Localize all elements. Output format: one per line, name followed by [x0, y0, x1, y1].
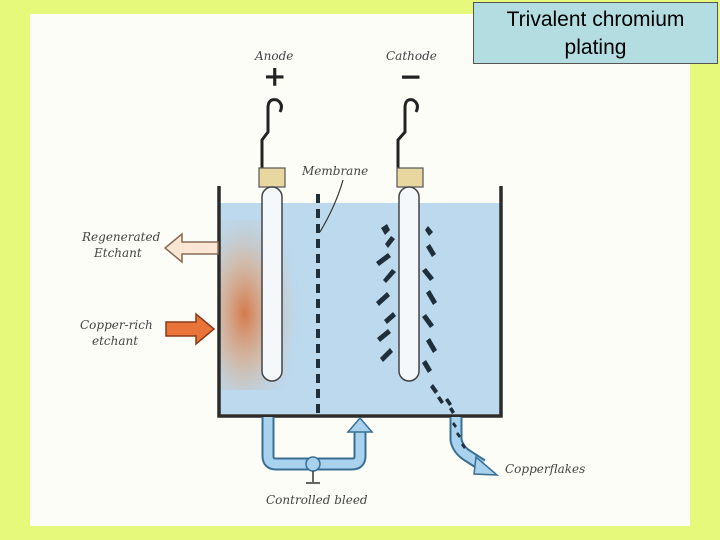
regenerated-etchant-label-line1: Regenerated [82, 230, 161, 244]
copper-rich-etchant-arrow [165, 312, 216, 346]
anode-plus-symbol: + [263, 60, 287, 93]
cathode-minus-symbol: − [399, 60, 423, 93]
membrane-label: Membrane [302, 164, 369, 178]
copper-rich-etchant-label-line2: etchant [92, 334, 139, 348]
regenerated-etchant-arrow [163, 232, 219, 264]
copper-rich-etchant-label-line1: Copper-rich [80, 318, 153, 332]
copper-flakes-label: Copperflakes [505, 462, 586, 476]
cathode-electrode [396, 98, 424, 382]
membrane-leader-line [319, 179, 344, 233]
controlled-bleed-label: Controlled bleed [266, 493, 368, 507]
copper-flakes-outlet [449, 417, 500, 476]
anode-electrode [258, 98, 286, 382]
bleed-pipe-system [261, 416, 374, 484]
copper-flakes-deposit [376, 224, 455, 414]
cathode-label: Cathode [386, 49, 437, 63]
tank-walls [217, 186, 503, 418]
slide-title: Trivalent chromium plating [473, 2, 718, 64]
regenerated-etchant-label-line2: Etchant [94, 246, 142, 260]
anode-label: Anode [255, 49, 294, 63]
